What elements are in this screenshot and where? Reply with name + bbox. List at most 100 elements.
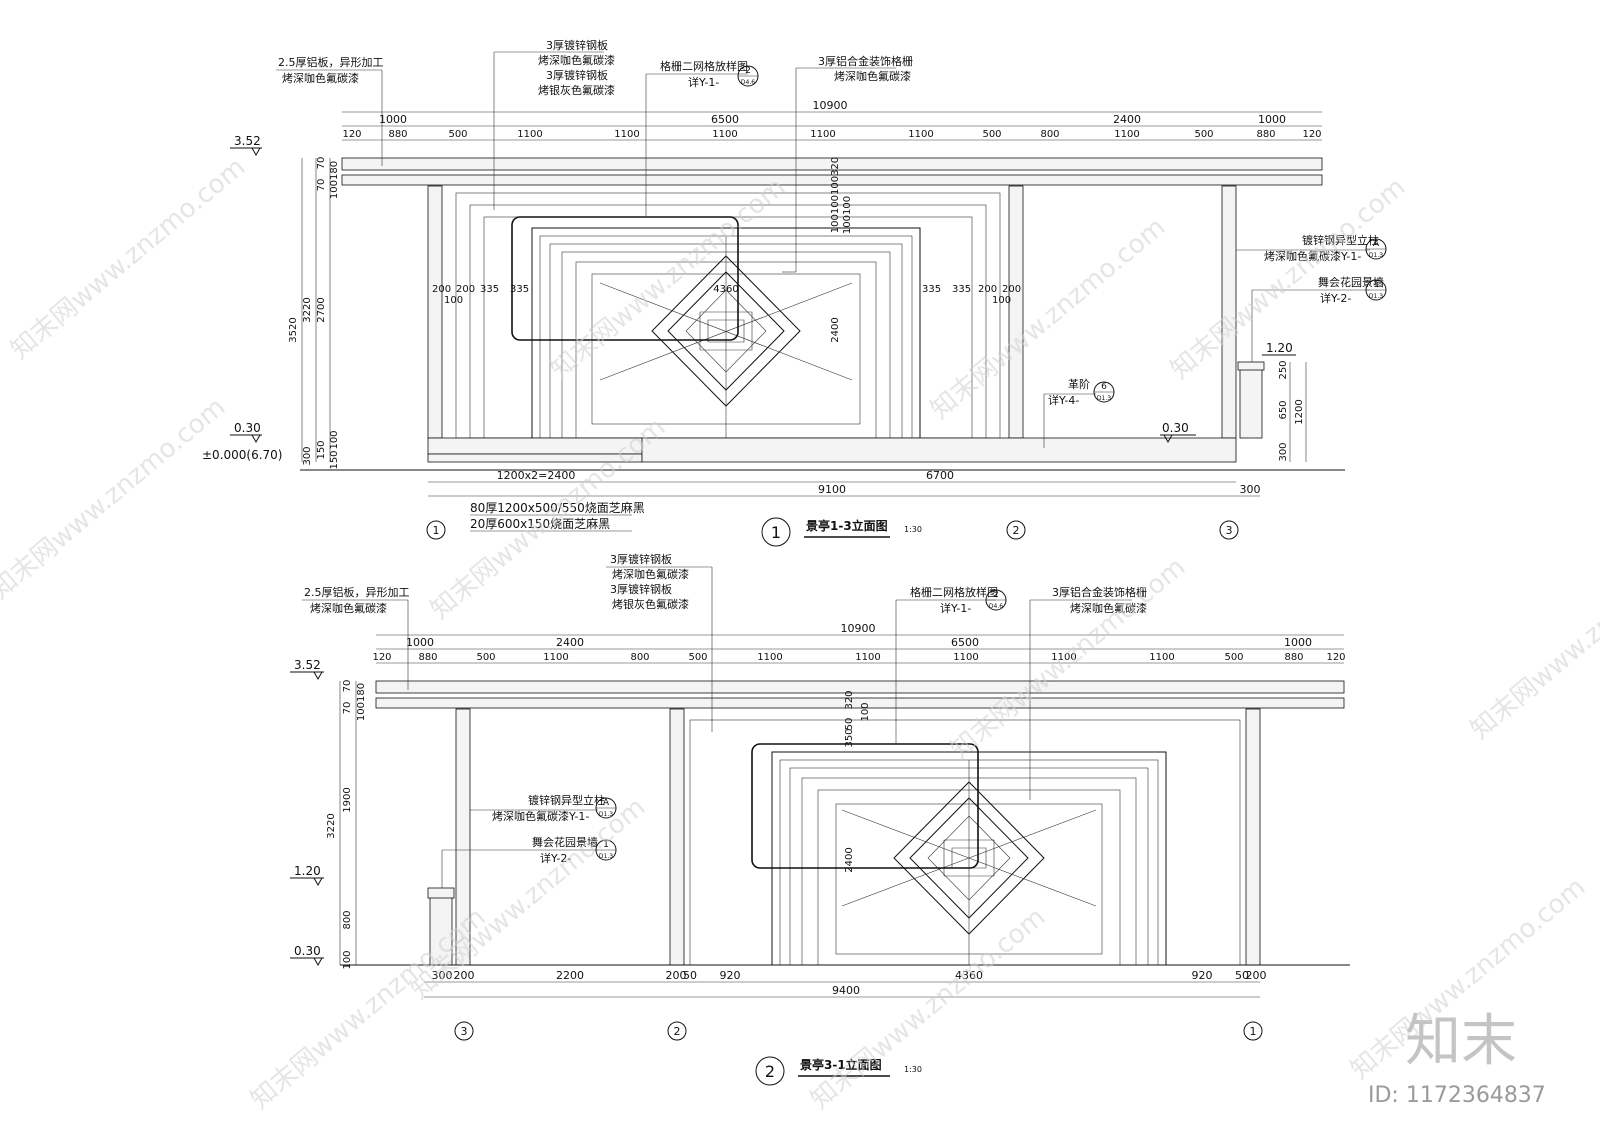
svg-text:烤深咖色氟碳漆: 烤深咖色氟碳漆 [834,69,911,83]
svg-text:D1.3: D1.3 [1097,395,1111,402]
roof-slab-lower [341,174,1323,186]
svg-text:1: 1 [433,524,440,537]
inner-dims-1: 200 200 335 335 100 4360 335 335 200 200… [432,157,1021,343]
overall-dim-1: 10900 [813,99,848,112]
svg-text:2200: 2200 [556,969,584,982]
overall-dim-2: 10900 [841,622,876,635]
svg-text:920: 920 [1192,969,1213,982]
svg-text:800: 800 [1040,129,1059,140]
left-dims-1: 3520 3220 2700 70 70 100180 150 100 300 … [288,157,340,470]
svg-text:D4.6: D4.6 [741,79,755,86]
svg-text:9400: 9400 [832,984,860,997]
dims-row3-2: 120 880 500 1100 800 500 1100 1100 1100 … [372,652,1345,663]
svg-text:650: 650 [1278,400,1289,419]
platform-base [641,437,1237,463]
svg-text:烤深咖色氟碳漆: 烤深咖色氟碳漆 [538,53,615,67]
brand-logo: 知末 [1405,1009,1517,1074]
svg-text:70: 70 [316,157,327,170]
svg-text:烤深咖色氟碳漆: 烤深咖色氟碳漆 [310,601,387,615]
svg-text:A: A [603,798,610,808]
svg-text:舞会花园景墙: 舞会花园景墙 [532,835,598,849]
svg-text:1: 1 [1250,1025,1257,1038]
axis-bubble-3: 3 [1219,520,1239,540]
svg-text:200: 200 [1002,284,1021,295]
svg-text:2.5厚铝板，异形加工: 2.5厚铝板，异形加工 [278,55,384,69]
svg-text:1200x2=2400: 1200x2=2400 [497,469,576,482]
column-2 [1008,185,1024,439]
roof-slab-lower-2 [375,697,1345,709]
dims-row2-1: 1000 6500 2400 1000 [379,113,1286,126]
svg-text:烤银灰色氟碳漆: 烤银灰色氟碳漆 [538,83,615,97]
svg-text:D1.3: D1.3 [599,853,613,860]
svg-text:335: 335 [480,284,499,295]
right-dims-1: 250 650 1200 300 [1278,360,1305,461]
note-alloy-1: 3厚铝合金装饰格栅 烤深咖色氟碳漆 [782,54,913,273]
bottom-dims-1: 1200x2=2400 6700 9100 300 [497,469,1261,496]
svg-text:3: 3 [1226,524,1233,537]
svg-text:知末网www.znzmo.com: 知末网www.znzmo.com [545,172,791,385]
note-column-1: 镀锌钢异型立柱 烤深咖色氟碳漆Y-1- A D1.3 [1236,233,1387,263]
elevation-1: 10900 1000 6500 2400 1000 120 880 500 11… [202,38,1387,547]
svg-text:A: A [1373,239,1380,249]
svg-text:2: 2 [765,1062,775,1081]
svg-text:0.30: 0.30 [294,944,321,958]
svg-text:200: 200 [666,969,687,982]
column-2-2 [669,708,685,966]
detail-callout-box-1 [511,216,739,341]
svg-text:335: 335 [952,284,971,295]
level-marker-base-2: 0.30 [290,944,324,967]
level-marker-step-1: 0.30 [1160,421,1196,444]
svg-text:烤深咖色氟碳漆: 烤深咖色氟碳漆 [1070,601,1147,615]
svg-text:200: 200 [432,284,451,295]
svg-text:6500: 6500 [951,636,979,649]
svg-text:知末网www.znzmo.com: 知末网www.znzmo.com [5,152,251,365]
decorative-grille-2 [771,751,1167,966]
svg-text:6: 6 [1101,382,1107,392]
elevation-2: 10900 1000 2400 6500 1000 120 880 500 11… [290,552,1350,1086]
svg-text:1.20: 1.20 [1266,341,1293,355]
svg-text:3厚镀锌钢板: 3厚镀锌钢板 [610,582,672,596]
note-grille-1: 格栅二网格放样图 详Y-1- 2 D4.6 [645,59,759,217]
svg-text:详Y-1-: 详Y-1- [940,601,971,615]
axis-bubble-1: 1 [426,520,446,540]
svg-text:2: 2 [1013,524,1020,537]
svg-text:知末网www.znzmo.com: 知末网www.znzmo.com [0,392,231,605]
svg-text:1: 1 [1373,280,1379,290]
image-id: ID: 1172364837 [1368,1083,1546,1108]
svg-text:500: 500 [982,129,1001,140]
svg-text:2400: 2400 [1113,113,1141,126]
svg-text:200: 200 [456,284,475,295]
svg-text:6500: 6500 [711,113,739,126]
svg-text:知末网www.znzmo.com: 知末网www.znzmo.com [805,902,1051,1115]
svg-text:1:30: 1:30 [904,525,922,534]
svg-text:1100: 1100 [908,129,933,140]
level-marker-wall-1: 1.20 [1262,341,1296,356]
note-grille-2: 格栅二网格放样图 详Y-1- 2 D4.6 [895,585,1007,744]
svg-text:烤深咖色氟碳漆Y-1-: 烤深咖色氟碳漆Y-1- [492,809,589,823]
level-base-1: ±0.000(6.70) [202,448,283,462]
svg-text:120: 120 [1326,652,1345,663]
note-alum-2: 2.5厚铝板，异形加工 烤深咖色氟碳漆 [302,585,410,690]
svg-text:1: 1 [603,840,609,850]
svg-text:1200: 1200 [1294,399,1305,424]
svg-text:烤银灰色氟碳漆: 烤银灰色氟碳漆 [612,597,689,611]
svg-text:烤深咖色氟碳漆Y-1-: 烤深咖色氟碳漆Y-1- [1264,249,1361,263]
svg-text:景亭1-3立面图: 景亭1-3立面图 [806,518,888,533]
detail-callout-box-2 [751,743,979,869]
note-alloy-2: 3厚铝合金装饰格栅 烤深咖色氟碳漆 [1029,585,1147,800]
watermark-layer: 知末网www.znzmo.com 知末网www.znzmo.com 知末网www… [0,152,1600,1115]
axis-bubble-2-1: 1 [1243,1021,1263,1041]
svg-text:500: 500 [1194,129,1213,140]
note-column-2: 镀锌钢异型立柱 烤深咖色氟碳漆Y-1- A D1.3 [470,793,617,823]
svg-text:250: 250 [1278,360,1289,379]
svg-text:2400: 2400 [844,847,855,872]
level-marker-mid-2: 1.20 [290,864,324,887]
svg-text:4360: 4360 [955,969,983,982]
svg-text:D1.3: D1.3 [1369,293,1383,300]
paving-note-1: 80厚1200x500/550烧面芝麻黑 20厚600x150烧面芝麻黑 [470,500,645,532]
note-wall-2: 舞会花园景墙 详Y-2- 1 D1.3 [441,835,617,888]
svg-text:9100: 9100 [818,483,846,496]
svg-text:920: 920 [720,969,741,982]
svg-text:880: 880 [1284,652,1303,663]
svg-text:120: 120 [342,129,361,140]
